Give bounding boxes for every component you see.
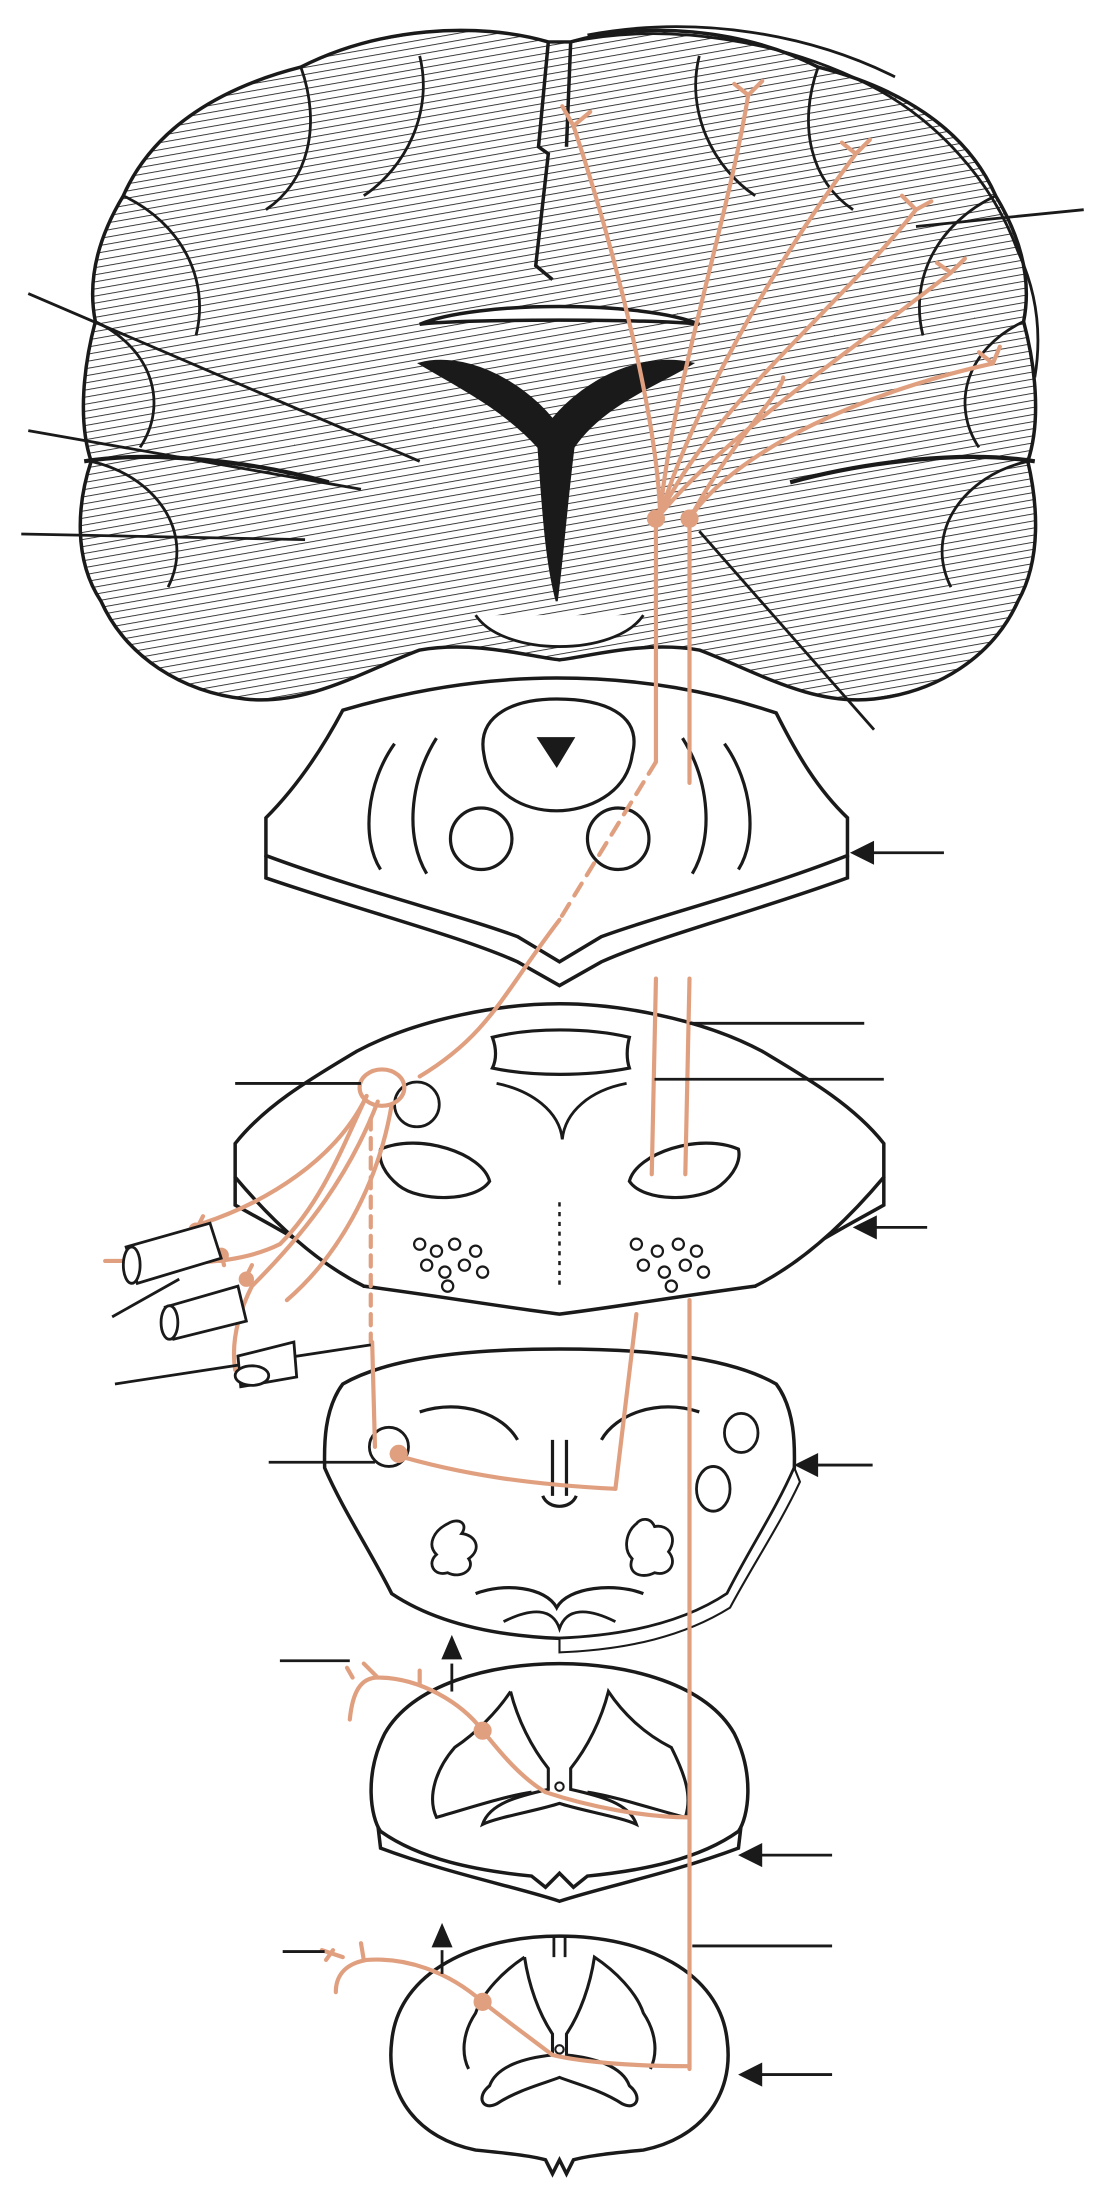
cervical-gray-matter (479, 1687, 690, 1828)
lower-gray-matter (480, 1954, 657, 2108)
leader-line-nerve-1 (111, 1277, 180, 1319)
arrow-up-cervical (441, 1634, 463, 1692)
cervical-cord-outline (369, 1661, 750, 1890)
arrow-pons (852, 1215, 928, 1240)
leader-line-internal-capsule (698, 530, 876, 731)
leader-line-left-2 (28, 429, 362, 491)
level-arrows (431, 840, 944, 2087)
cerebrum-section (78, 25, 1040, 702)
pons-outline (233, 1001, 886, 1316)
midbrain-section (264, 676, 850, 988)
arrow-medulla (794, 1453, 873, 1478)
pontine-nuclei-left (412, 1237, 490, 1293)
arrow-lower-cord (738, 2062, 833, 2087)
cranial-nerve-stumps (121, 1221, 299, 1389)
arrow-cervical-cord (738, 1843, 833, 1868)
lateral-ventricles (417, 359, 696, 602)
pons-section (233, 1001, 886, 1316)
medulla-section (322, 1347, 802, 1654)
leader-lines (21, 208, 1084, 1953)
cerebrum-outline (78, 28, 1038, 702)
midbrain-outline (264, 676, 850, 964)
olive-right (625, 1518, 674, 1577)
arrow-midbrain (849, 840, 944, 865)
pontine-nuclei-right (629, 1237, 711, 1293)
leader-line-left-3 (21, 532, 306, 542)
arrow-up-lower (431, 1922, 453, 1974)
cervical-cord-section (369, 1661, 750, 1904)
motor-pathway (103, 78, 1002, 2072)
olive-left (430, 1519, 478, 1577)
leader-line-left-1 (27, 292, 421, 463)
leader-line-cortex (915, 208, 1084, 228)
